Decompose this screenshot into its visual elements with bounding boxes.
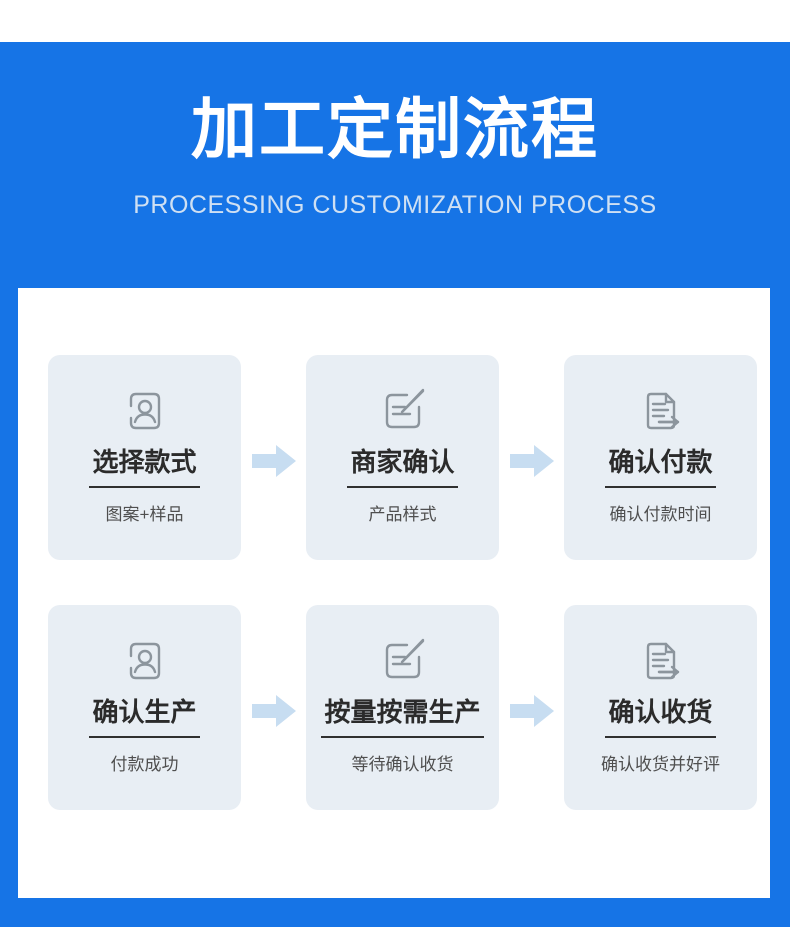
id-card-icon [121,387,169,435]
step-card-1: 选择款式 图案+样品 [48,355,241,560]
document-send-icon [637,387,685,435]
step-title: 确认收货 [605,699,716,738]
step-title: 确认付款 [605,449,716,488]
step-card-4: 确认生产 付款成功 [48,605,241,810]
id-card-icon [121,637,169,685]
document-send-icon [637,637,685,685]
step-title: 确认生产 [89,699,200,738]
edit-note-icon [379,387,427,435]
step-subtitle: 付款成功 [110,755,179,774]
step-subtitle: 确认收货并好评 [601,755,720,774]
step-subtitle: 确认付款时间 [609,505,712,524]
step-subtitle: 等待确认收货 [351,755,454,774]
page-subtitle: PROCESSING CUSTOMIZATION PROCESS [133,190,657,219]
step-card-2: 商家确认 产品样式 [306,355,499,560]
arrow-right-icon [251,443,296,479]
edit-note-icon [379,637,427,685]
page-title: 加工定制流程 [191,92,599,166]
process-row-2: 确认生产 付款成功 按量按需生产 等待确认收货 确认收货 确认收货并好评 [18,605,770,810]
step-card-3: 确认付款 确认付款时间 [564,355,757,560]
arrow-right-icon [509,443,554,479]
arrow-right-icon [509,693,554,729]
step-subtitle: 图案+样品 [105,505,184,524]
process-row-1: 选择款式 图案+样品 商家确认 产品样式 确认付款 确认付款时间 [18,355,770,560]
step-title: 选择款式 [89,449,200,488]
arrow-right-icon [251,693,296,729]
step-title: 商家确认 [347,449,458,488]
step-subtitle: 产品样式 [368,505,437,524]
process-panel: 选择款式 图案+样品 商家确认 产品样式 确认付款 确认付款时间 [18,288,770,898]
step-card-5: 按量按需生产 等待确认收货 [306,605,499,810]
step-title: 按量按需生产 [321,699,484,738]
step-card-6: 确认收货 确认收货并好评 [564,605,757,810]
